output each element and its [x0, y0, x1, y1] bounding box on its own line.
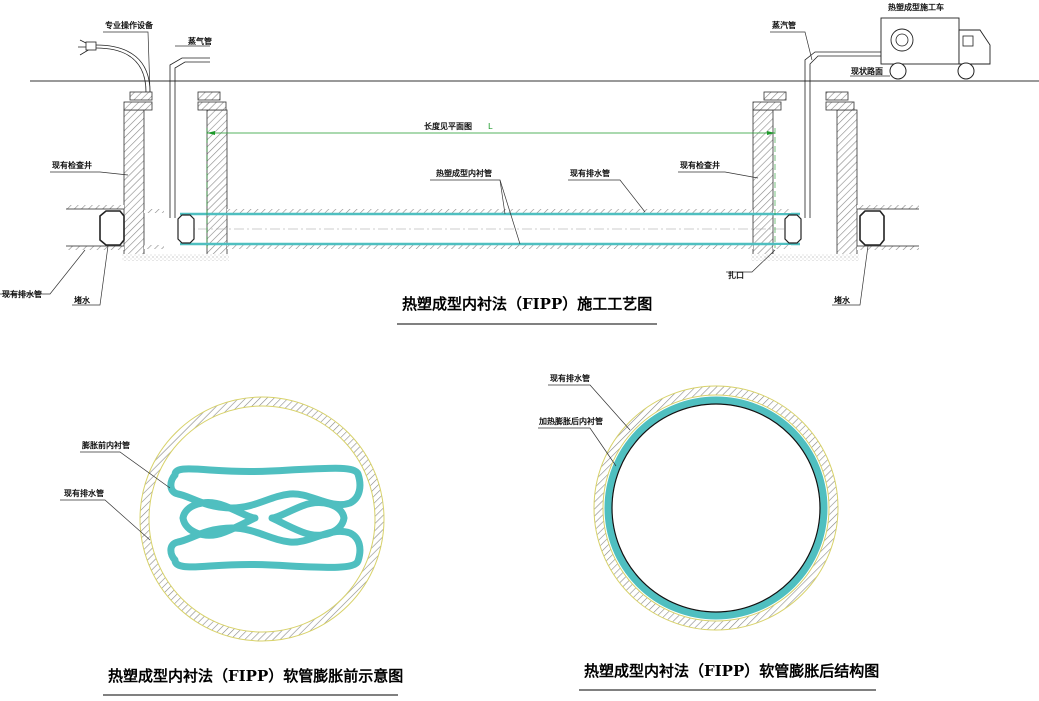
construction-diagram: 专业操作设备 蒸气管 蒸汽管 热塑成型施工车 现状路面 长度见平面图 L 现有检…	[0, 2, 1039, 325]
tie-left	[177, 214, 195, 244]
label-liner: 热塑成型内衬管	[436, 168, 492, 178]
right-manhole	[751, 91, 859, 261]
label-steam-left: 蒸气管	[188, 36, 212, 46]
plug-right	[859, 210, 885, 246]
label-drain-pipe-left: 现有排水管	[2, 289, 42, 299]
tie-right	[784, 214, 802, 244]
leader-lines-right-section	[538, 384, 631, 467]
label-drain-pipe: 现有排水管	[570, 168, 610, 178]
equipment-hoses	[78, 39, 151, 93]
label-liner-before: 膨胀前内衬管	[81, 440, 130, 450]
collapsed-liner	[167, 464, 364, 571]
label-length: 长度见平面图	[424, 121, 472, 131]
plug-left	[99, 210, 125, 246]
steam-pipe-right	[804, 51, 885, 218]
label-manhole-right: 现有检查井	[680, 160, 720, 170]
steam-pipe-left	[169, 57, 210, 218]
label-pipe-before: 现有排水管	[64, 488, 104, 498]
label-manhole-left: 现有检查井	[52, 160, 92, 170]
label-equipment: 专业操作设备	[105, 20, 154, 30]
leader-lines-left-section	[60, 451, 171, 541]
label-plug-right: 堵水	[834, 295, 851, 305]
section-after-expansion: 现有排水管 加热膨胀后内衬管 热塑成型内衬法（FIPP）软管膨胀后结构图	[538, 373, 879, 691]
label-road: 现状路面	[851, 66, 883, 76]
length-dimension	[206, 128, 776, 248]
label-truck: 热塑成型施工车	[888, 2, 944, 12]
section-before-expansion: 膨胀前内衬管 现有排水管 热塑成型内衬法（FIPP）软管膨胀前示意图	[60, 396, 403, 696]
leader-lines	[0, 31, 890, 306]
right-section-title: 热塑成型内衬法（FIPP）软管膨胀后结构图	[584, 662, 879, 680]
label-steam-right: 蒸汽管	[772, 20, 796, 30]
left-section-title: 热塑成型内衬法（FIPP）软管膨胀前示意图	[108, 667, 403, 685]
existing-drain-pipe	[66, 205, 919, 250]
label-length-mark: L	[488, 122, 493, 131]
label-pipe-after: 现有排水管	[550, 373, 590, 383]
expanded-liner	[604, 396, 828, 620]
label-tie: 扎口	[728, 270, 744, 280]
left-manhole	[122, 91, 229, 261]
label-liner-after: 加热膨胀后内衬管	[538, 416, 603, 426]
label-plug-left: 堵水	[74, 295, 91, 305]
top-title: 热塑成型内衬法（FIPP）施工工艺图	[402, 295, 652, 313]
truck	[880, 17, 991, 80]
